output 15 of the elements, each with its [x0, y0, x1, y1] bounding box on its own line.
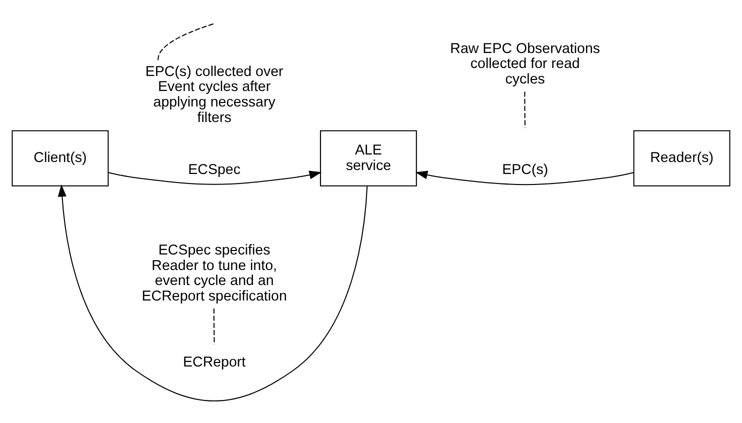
arrow	[108, 170, 322, 184]
node-text: ECSpec specifies Reader to tune into, event cycle and an ECReport specification	[142, 242, 287, 304]
edge-label: EPC(s)	[502, 161, 548, 178]
edge-label: ECReport	[183, 354, 246, 370]
node-text: EPC(s) collected over Event cycles after applying necessary filters	[145, 63, 284, 126]
edge-label: ECSpec	[188, 161, 240, 178]
connector	[524, 91, 526, 128]
arrow	[415, 170, 634, 185]
connector	[213, 308, 215, 344]
node-box: ALE service	[320, 130, 417, 186]
arrow	[58, 184, 368, 401]
node-box: Client(s)	[12, 130, 109, 186]
node-text: Raw EPC Observations collected for read cycles	[450, 40, 600, 88]
node-box: Reader(s)	[633, 130, 730, 186]
connector	[158, 22, 214, 60]
